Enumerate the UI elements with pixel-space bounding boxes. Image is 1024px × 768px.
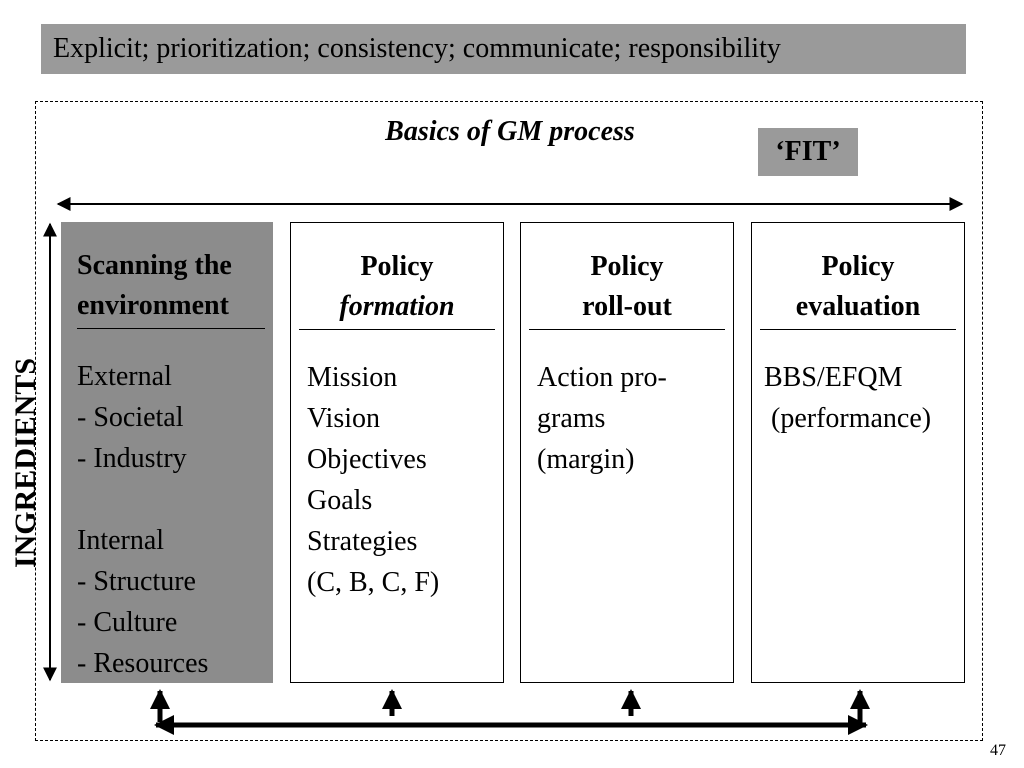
column-items: Mission Vision Objectives Goals Strategi… [307,357,499,603]
column-heading: Scanning the environment [77,246,265,329]
diagram-frame [35,101,983,741]
column-policy-evaluation: Policy evaluation BBS/EFQM (performance) [751,222,965,683]
heading-line-2: roll-out [582,291,672,322]
heading-line-1: Policy [821,251,895,282]
column-heading: Policy roll-out [529,247,725,330]
list-item: Vision [307,403,380,434]
list-item: Goals [307,485,373,516]
list-item: grams [537,403,606,434]
column-heading: Policy evaluation [760,247,956,330]
list-item: Strategies [307,526,418,557]
heading-line-1: Scanning the [77,250,232,281]
list-item: - Resources [77,648,209,679]
diagram-title: Basics of GM process [385,116,635,147]
list-item: (margin) [537,444,635,475]
list-item: (performance) [764,403,932,434]
column-items: Action pro- grams (margin) [537,357,729,480]
heading-line-1: Policy [590,251,664,282]
column-items: External - Societal - Industry Internal … [77,356,269,684]
objectives-banner: Explicit; prioritization; consistency; c… [41,24,966,74]
column-items: BBS/EFQM (performance) [764,357,960,439]
heading-line-2: formation [339,291,455,322]
slide-number: 47 [990,742,1006,759]
column-policy-rollout: Policy roll-out Action pro- grams (margi… [520,222,734,683]
list-item: - Industry [77,443,187,474]
list-item [77,479,269,520]
list-item: Internal [77,525,165,556]
list-item: - Culture [77,607,178,638]
fit-badge: ‘FIT’ [758,128,858,176]
column-policy-formation: Policy formation Mission Vision Objectiv… [290,222,504,683]
list-item: External [77,361,172,392]
column-scanning: Scanning the environment External - Soci… [61,222,273,683]
list-item: (C, B, C, F) [307,567,440,598]
heading-line-2: environment [77,290,229,321]
list-item: - Societal [77,402,184,433]
list-item: BBS/EFQM [764,362,903,393]
list-item: Action pro- [537,362,667,393]
list-item: Objectives [307,444,427,475]
list-item: - Structure [77,566,196,597]
heading-line-2: evaluation [795,291,921,322]
list-item: Mission [307,362,398,393]
heading-line-1: Policy [360,251,434,282]
column-heading: Policy formation [299,247,495,330]
